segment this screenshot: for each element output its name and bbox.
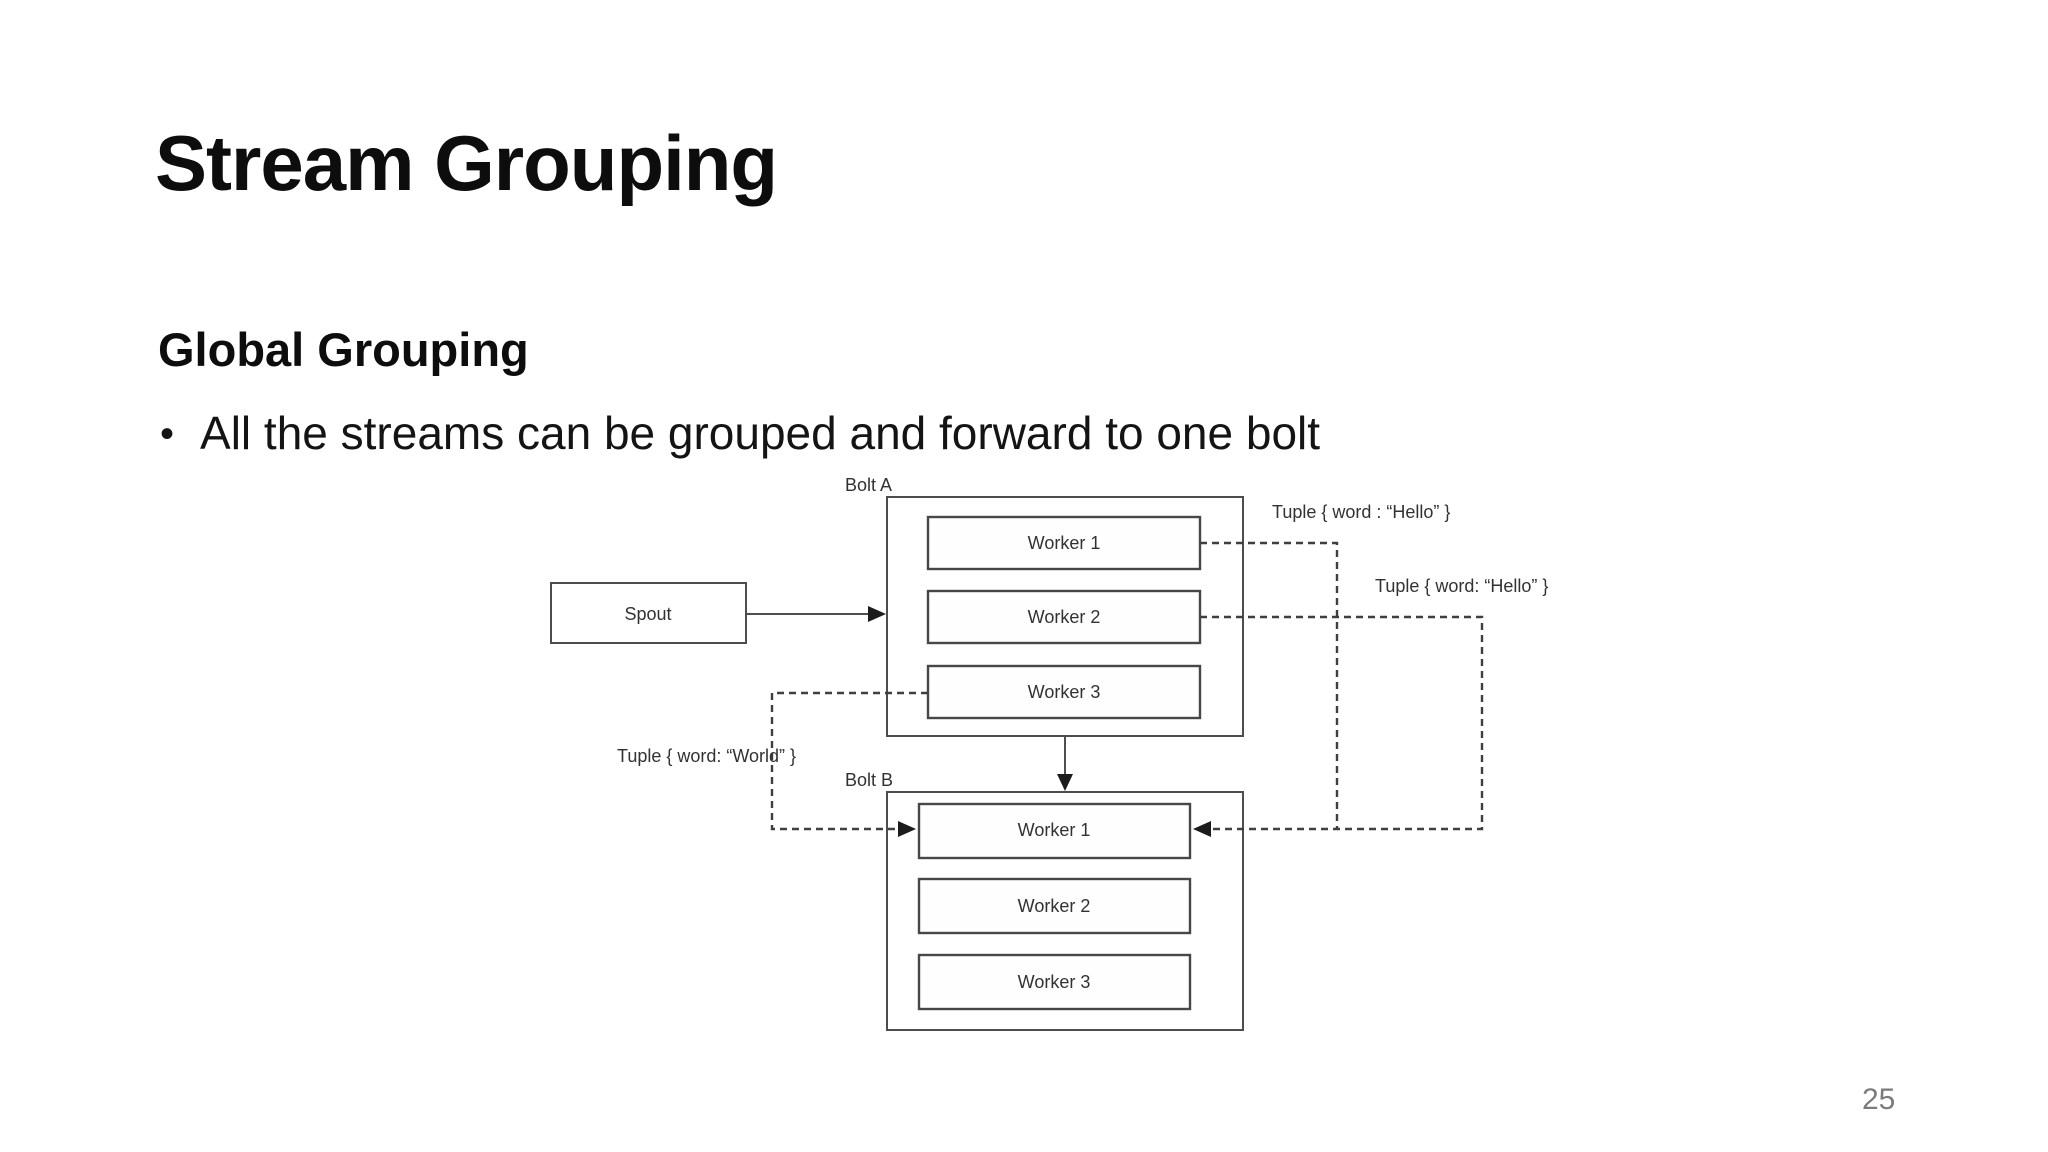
- spout-label: Spout: [624, 604, 671, 624]
- section-heading: Global Grouping: [158, 323, 529, 376]
- bolt-b-worker-1-label: Worker 1: [1018, 820, 1091, 840]
- bolt-a-worker-3-box: [926, 664, 1202, 720]
- bolt-b-worker-2-box: [917, 877, 1192, 935]
- page-title: Stream Grouping: [155, 119, 778, 207]
- page-number: 25: [1862, 1083, 1896, 1116]
- bolt-b-worker-1-box: [917, 802, 1192, 860]
- bullet-marker: •: [160, 412, 175, 456]
- bolt-b-label: Bolt B: [845, 770, 893, 790]
- spout-to-bolt-a-arrowhead-icon: [868, 606, 886, 622]
- bolt-a-worker-1-label: Worker 1: [1028, 533, 1101, 553]
- worker3a-dashed-arrowhead-icon: [898, 821, 916, 837]
- worker3a-dashed-path: [770, 691, 928, 831]
- worker1a-dashed-path: [1200, 541, 1339, 829]
- bolt-a-worker-2-label: Worker 2: [1028, 607, 1101, 627]
- bolt-b-worker-3-label: Worker 3: [1018, 972, 1091, 992]
- tuple-hello-top-label: Tuple { word : “Hello” }: [1272, 502, 1450, 522]
- bolt-a-to-bolt-b-arrowhead-icon: [1057, 774, 1073, 791]
- bullet-text: All the streams can be grouped and forwa…: [200, 407, 1321, 459]
- worker2a-dashed-path: [1200, 615, 1484, 831]
- tuple-world-label: Tuple { word: “World” }: [617, 746, 796, 766]
- bolt-b-worker-2-label: Worker 2: [1018, 896, 1091, 916]
- bolt-a-worker-2-box: [926, 589, 1202, 645]
- worker2a-dashed-arrowhead-icon: [1193, 821, 1211, 837]
- bolt-a-worker-3-label: Worker 3: [1028, 682, 1101, 702]
- bolt-a-label: Bolt A: [845, 475, 892, 495]
- spout-box: [550, 582, 747, 644]
- tuple-hello-right-label: Tuple { word: “Hello” }: [1375, 576, 1548, 596]
- bolt-b-worker-3-box: [917, 953, 1192, 1011]
- bullet-item: • All the streams can be grouped and for…: [160, 405, 1320, 463]
